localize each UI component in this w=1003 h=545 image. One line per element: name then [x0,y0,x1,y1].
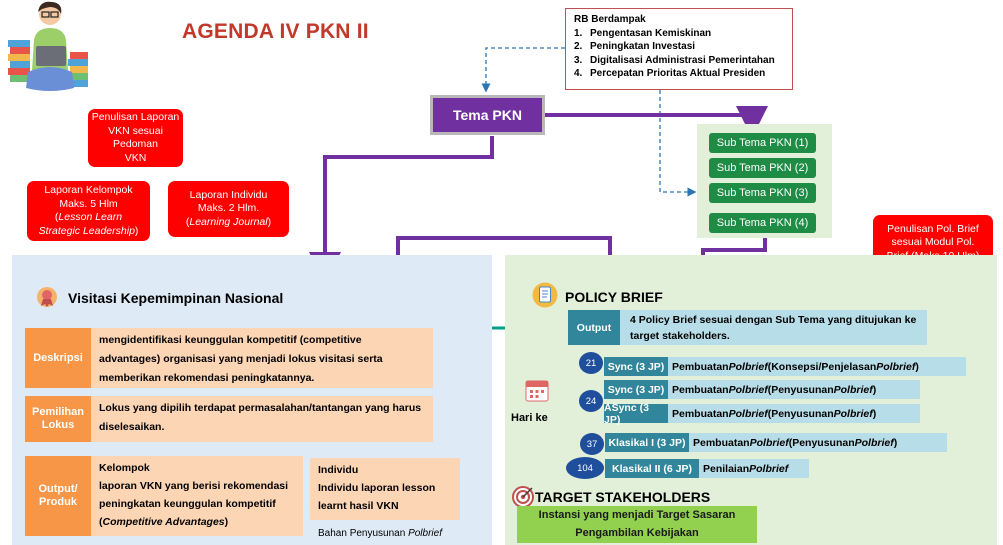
session-text: Pembuatan Polbrief (Penyusunan Polbrief) [668,380,920,399]
award-badge-icon [36,286,58,313]
tema-to-subtema-arrow [545,106,768,138]
tema-to-visitasi-arrow [309,136,494,284]
tema-pkn-node: Tema PKN [430,95,545,135]
bahan-penyusunan-text: Bahan Penyusunan Polbrief [318,528,442,539]
target-stakeholders-title: TARGET STAKEHOLDERS [535,489,711,505]
policy-brief-title: POLICY BRIEF [565,289,663,305]
output-produk-label: Output/ Produk [25,456,91,536]
hari-ke-label: Hari ke [511,412,548,424]
laporan-individu-box: Laporan Individu Maks. 2 Hlm. (Learning … [168,181,289,237]
deskripsi-text: mengidentifikasi keunggulan kompetitif (… [91,328,433,388]
rb-heading: RB Berdampak [574,14,646,25]
laporan-vkn-box: Penulisan Laporan VKN sesuai Pedoman VKN [88,109,183,167]
rb-item: 2.Peningkatan Investasi [574,41,696,52]
laporan-kelompok-box: Laporan Kelompok Maks. 5 Hlm (Lesson Lea… [27,181,150,241]
individu-text: Individu Individu laporan lesson learnt … [310,458,460,520]
document-icon [532,282,558,313]
target-icon [512,486,534,513]
session-tag: Sync (3 JP) [604,380,668,399]
output-label: Output [568,310,620,345]
output-text: 4 Policy Brief sesuai dengan Sub Tema ya… [620,310,927,345]
session-tag: ASync (3 JP) [604,402,668,426]
sub-tema-item: Sub Tema PKN (4) [709,213,816,233]
rb-item: 1.Pengentasan Kemiskinan [574,27,712,39]
person-with-laptop-illustration [8,0,88,98]
rb-to-subtema-arrow [659,90,697,197]
rb-to-tema-arrow [481,47,565,93]
visitasi-title: Visitasi Kepemimpinan Nasional [68,290,284,306]
sub-tema-item: Sub Tema PKN (1) [709,133,816,153]
day-37-badge: 37 [580,433,604,455]
rb-item: 4.Percepatan Prioritas Aktual Presiden [574,68,766,79]
session-text: Pembuatan Polbrief (Konsepsi/Penjelasan … [668,357,966,376]
sub-tema-item: Sub Tema PKN (2) [709,158,816,178]
session-text: Pembuatan Polbrief (Penyusunan Polbrief) [668,404,920,423]
day-104-badge: 104 [566,457,604,479]
page-title: AGENDA IV PKN II [182,20,369,43]
pemilihan-lokus-text: Lokus yang dipilih terdapat permasalahan… [91,396,433,442]
target-description: Instansi yang menjadi Target Sasaran Pen… [517,506,757,543]
session-text: Pembuatan Polbrief (Penyusunan Polbrief) [689,433,947,452]
pemilihan-lokus-label: Pemilihan Lokus [25,396,91,442]
day-24-badge: 24 [579,390,603,412]
rb-item: 3.Digitalisasi Administrasi Pemerintahan [574,54,775,66]
session-tag: Klasikal II (6 JP) [605,459,699,478]
session-tag: Sync (3 JP) [604,357,668,376]
calendar-icon [525,378,549,407]
sub-tema-item: Sub Tema PKN (3) [709,183,816,203]
session-text: Penilaian Polbrief [699,459,809,478]
day-21-badge: 21 [579,352,603,374]
session-tag: Klasikal I (3 JP) [605,433,689,452]
deskripsi-label: Deskripsi [25,328,91,388]
kelompok-text: Kelompok laporan VKN yang berisi rekomen… [91,456,303,536]
rb-berdampak-box: RB Berdampak 1.Pengentasan Kemiskinan 2.… [565,8,793,90]
